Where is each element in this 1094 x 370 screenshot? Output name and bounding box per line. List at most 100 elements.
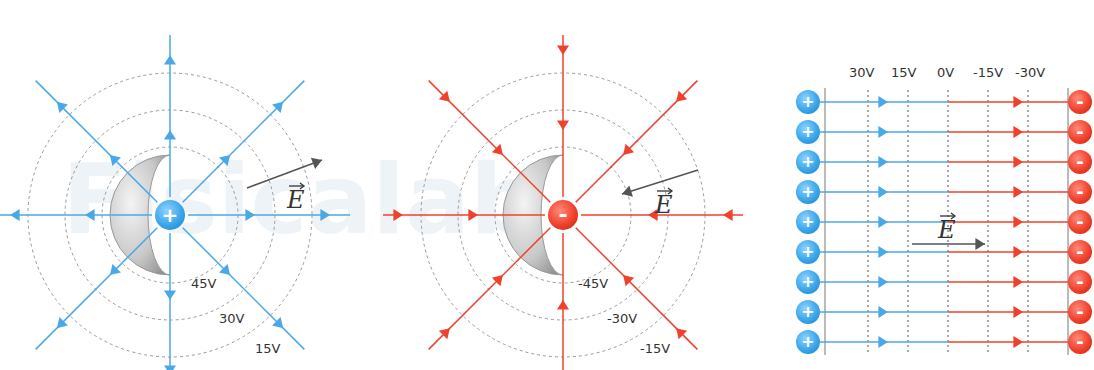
arrow-head — [110, 155, 121, 166]
arrow-head — [164, 55, 176, 65]
charge-sign: - — [1076, 213, 1083, 231]
field-line-negative — [948, 131, 1068, 133]
positive-charge: + — [796, 300, 820, 324]
arrow-head — [878, 276, 888, 288]
arrow-head — [878, 186, 888, 198]
charge-sign: - — [1076, 123, 1083, 141]
arrow-head — [878, 126, 888, 138]
charge-sign: - — [1076, 273, 1083, 291]
arrow-head — [1013, 96, 1023, 108]
arrow-head — [878, 216, 888, 228]
positive-charge: + — [155, 200, 185, 230]
arrow-head — [57, 317, 68, 328]
charge-sign: - — [1076, 93, 1083, 111]
arrow-head — [219, 264, 230, 275]
field-line — [820, 96, 1068, 108]
arrow-head — [878, 96, 888, 108]
arrow-head — [85, 209, 95, 221]
field-line — [562, 35, 564, 197]
negative-charge: - — [1068, 210, 1092, 234]
arrow-head — [557, 45, 569, 55]
field-line — [0, 214, 152, 216]
arrow-head — [492, 144, 503, 155]
negative-charge: - — [1068, 330, 1092, 354]
field-line-negative — [948, 311, 1068, 313]
field-symbol: E — [655, 191, 673, 219]
negative-charge-field — [383, 35, 743, 370]
field-vector-head — [311, 158, 322, 169]
field-line — [36, 81, 158, 203]
charge-sign: + — [801, 274, 814, 290]
field-line — [576, 81, 698, 203]
field-line-negative — [948, 281, 1068, 283]
field-line — [169, 233, 171, 370]
field-symbol: E — [287, 186, 305, 214]
field-symbol: E — [938, 216, 956, 244]
potential-label: 30V — [849, 65, 874, 80]
field-line — [183, 228, 305, 350]
arrow-head — [1013, 216, 1023, 228]
charge-sign: + — [801, 304, 814, 320]
field-line-negative — [948, 161, 1068, 163]
negative-charge: - — [1068, 270, 1092, 294]
potential-label: -45V — [578, 276, 608, 291]
charge-sign: - — [1076, 153, 1083, 171]
negative-charge: - — [1068, 120, 1092, 144]
charge-sign: + — [801, 184, 814, 200]
charge-sign: + — [801, 334, 814, 350]
charge-sign: + — [801, 214, 814, 230]
arrow-head — [676, 328, 687, 339]
negative-charge: - — [1068, 150, 1092, 174]
arrow-head — [439, 328, 450, 339]
arrow-head — [10, 209, 20, 221]
field-line — [820, 336, 1068, 348]
field-line — [183, 81, 305, 203]
arrow-head — [164, 365, 176, 370]
potential-label: -30V — [607, 311, 637, 326]
field-vector-head — [622, 185, 633, 196]
charge-sign: + — [801, 154, 814, 170]
positive-charge: + — [796, 330, 820, 354]
arrow-head — [557, 300, 569, 310]
field-line — [820, 186, 1068, 198]
arrow-head — [245, 209, 255, 221]
negative-charge: - — [1068, 240, 1092, 264]
potential-label: 15V — [891, 65, 916, 80]
potential-label: -30V — [1015, 65, 1045, 80]
charge-sign: - — [1076, 183, 1083, 201]
field-line — [820, 306, 1068, 318]
arrow-head — [878, 246, 888, 258]
arrow-head — [164, 290, 176, 300]
arrow-head — [1013, 246, 1023, 258]
positive-charge: + — [796, 120, 820, 144]
positive-charge: + — [796, 90, 820, 114]
charge-sign: + — [162, 205, 179, 225]
charge-sign: + — [801, 94, 814, 110]
charge-sign: - — [558, 204, 567, 226]
arrow-head — [1013, 306, 1023, 318]
arrow-head — [1013, 186, 1023, 198]
potential-label: 15V — [255, 341, 280, 356]
field-line-negative — [948, 341, 1068, 343]
arrow-head — [272, 317, 283, 328]
arrow-head — [57, 102, 68, 113]
field-vector-head — [975, 238, 985, 250]
field-line — [820, 126, 1068, 138]
negative-charge: - — [548, 200, 578, 230]
arrow-head — [393, 209, 403, 221]
arrow-head — [110, 264, 121, 275]
field-line — [383, 214, 545, 216]
arrow-head — [439, 91, 450, 102]
field-line — [820, 156, 1068, 168]
positive-charge: + — [796, 150, 820, 174]
positive-charge: + — [796, 240, 820, 264]
arrow-head — [623, 144, 634, 155]
positive-charge-field — [0, 35, 350, 370]
arrow-head — [320, 209, 330, 221]
field-line — [820, 276, 1068, 288]
field-line-negative — [948, 221, 1068, 223]
positive-charge: + — [796, 210, 820, 234]
potential-label: -15V — [640, 341, 670, 356]
